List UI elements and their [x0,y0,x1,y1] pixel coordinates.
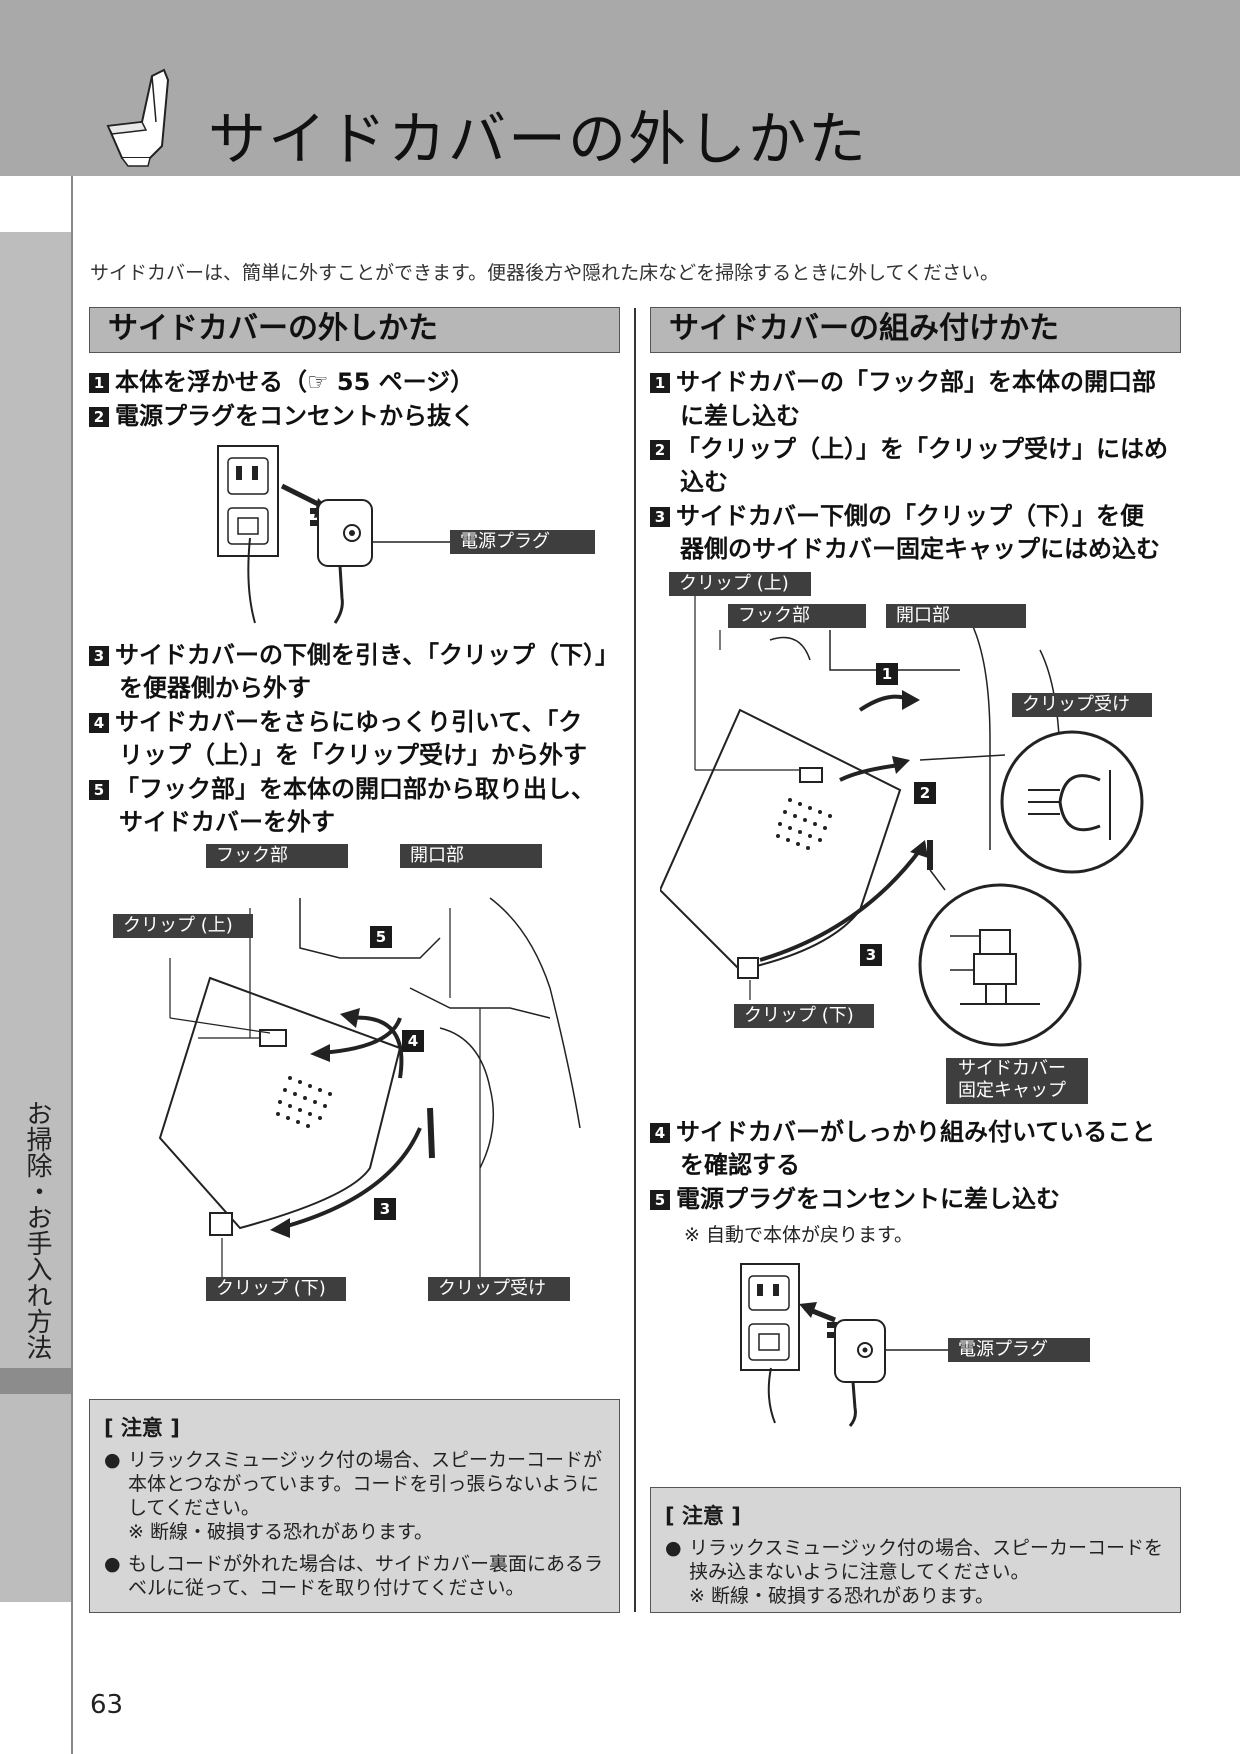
label-clip-receiver: クリップ受け [428,1277,570,1301]
step-text: サイドカバーをさらにゆっくり引いて､「ク [115,708,583,736]
label-fixing-cap-line2: 固定キャップ [958,1080,1066,1101]
step-text: サイドカバーがしっかり組み付いていること [676,1118,1156,1146]
caution-item: ● リラックスミュージック付の場合、スピーカーコードが本体とつながっています。コ… [104,1448,605,1544]
step-number: 3 [650,507,670,527]
right-step-2: 2 「クリップ（上）」を「クリップ受け」にはめ [650,433,1168,466]
right-step-3-cont: 器側のサイドカバー固定キャップにはめ込む [680,535,1160,563]
step-number: 1 [89,373,109,393]
label-power-plug: 電源プラグ [450,530,595,554]
caution-box-left: [ 注意 ] ● リラックスミュージック付の場合、スピーカーコードが本体とつなが… [89,1399,620,1613]
step-number: 4 [650,1123,670,1143]
side-cover-install-illustration [660,590,1144,1047]
caution-title: [ 注意 ] [104,1416,180,1440]
step-number: 2 [650,440,670,460]
left-step-4-cont: リップ（上）」を「クリップ受け」から外す [119,741,587,769]
caution-item: ● リラックスミュージック付の場合、スピーカーコードを挟み込まないように注意して… [665,1536,1166,1608]
caution-box-right: [ 注意 ] ● リラックスミュージック付の場合、スピーカーコードを挟み込まない… [650,1487,1181,1613]
step-text: 電源プラグをコンセントから抜く [115,402,475,430]
left-step-2: 2 電源プラグをコンセントから抜く [89,400,475,433]
label-power-plug: 電源プラグ [948,1338,1090,1362]
caution-title: [ 注意 ] [665,1504,741,1528]
bullet-icon: ● [104,1553,121,1575]
left-step-5: 5 「フック部」を本体の開口部から取り出し、 [89,773,595,806]
left-step-3: 3 サイドカバーの下側を引き､「クリップ（下）」 [89,639,619,672]
side-cover-removal-illustration [158,897,581,1278]
section-heading-remove: サイドカバーの外しかた [89,307,620,353]
step-number: 5 [650,1190,670,1210]
caution-subnote: ※ 断線・破損する恐れがあります。 [689,1585,995,1607]
illustration-step-badge: 3 [374,1198,396,1220]
step-number: 3 [89,646,109,666]
label-opening: 開口部 [886,604,1026,628]
label-clip-top: クリップ (上) [669,572,811,596]
label-clip-bottom: クリップ (下) [734,1004,874,1028]
column-divider [634,308,636,1612]
right-step-1-cont: に差し込む [680,402,800,430]
illustration-step-badge: 2 [914,782,936,804]
step-number: 4 [89,713,109,733]
caution-text: もしコードが外れた場合は、サイドカバー裏面にあるラベルに従って、コードを取り付け… [128,1553,604,1599]
step-number: 5 [89,780,109,800]
page-title: サイドカバーの外しかた [208,105,869,173]
right-step-3: 3 サイドカバー下側の「クリップ（下）」を便 [650,500,1144,533]
label-hook: フック部 [206,844,348,868]
step5-note: ※ 自動で本体が戻ります。 [684,1224,914,1246]
label-clip-receiver: クリップ受け [1012,693,1152,717]
caution-text: リラックスミュージック付の場合、スピーカーコードを挟み込まないように注意してくだ… [689,1537,1164,1583]
illustration-step-badge: 3 [860,944,882,966]
right-step-5: 5 電源プラグをコンセントに差し込む [650,1183,1060,1216]
bullet-icon: ● [104,1449,121,1471]
toilet-icon [106,68,170,167]
label-clip-bottom: クリップ (下) [206,1277,346,1301]
illustration-step-badge: 1 [876,663,898,685]
label-hook: フック部 [728,604,866,628]
left-step-5-cont: サイドカバーを外す [119,808,335,836]
step-text: サイドカバーの「フック部」を本体の開口部 [676,368,1156,396]
left-step-1: 1 本体を浮かせる（☞ 55 ページ） [89,366,474,399]
step-text: サイドカバー下側の「クリップ（下）」を便 [676,502,1144,530]
section-heading-install: サイドカバーの組み付けかた [650,307,1181,353]
label-fixing-cap: サイドカバー固定キャップ [946,1058,1088,1104]
page-header: サイドカバーの外しかた [0,0,1240,176]
left-step-4: 4 サイドカバーをさらにゆっくり引いて､「ク [89,706,582,739]
step-number: 1 [650,373,670,393]
illustration-step-badge: 4 [402,1030,424,1052]
bullet-icon: ● [665,1537,682,1559]
step-text: 「クリップ（上）」を「クリップ受け」にはめ [676,435,1168,463]
label-fixing-cap-line1: サイドカバー [958,1058,1066,1079]
step-number: 2 [89,407,109,427]
right-step-1: 1 サイドカバーの「フック部」を本体の開口部 [650,366,1156,399]
step-text: 電源プラグをコンセントに差し込む [676,1185,1060,1213]
label-opening: 開口部 [400,844,542,868]
illustration-step-badge: 5 [370,926,392,948]
step-text: サイドカバーの下側を引き､「クリップ（下）」 [115,641,619,669]
step-text: 「フック部」を本体の開口部から取り出し、 [115,775,595,803]
side-tab-label: お掃除・お手入れ方法 [22,1100,52,1360]
caution-item: ● もしコードが外れた場合は、サイドカバー裏面にあるラベルに従って、コードを取り… [104,1552,605,1600]
outlet-plug-in-illustration [740,1263,950,1427]
left-step-3-cont: を便器側から外す [119,674,311,702]
caution-subnote: ※ 断線・破損する恐れがあります。 [128,1521,434,1543]
caution-text: リラックスミュージック付の場合、スピーカーコードが本体とつながっています。コード… [128,1449,603,1519]
margin-rule [71,176,73,1754]
page-number: 63 [90,1690,124,1720]
right-step-4: 4 サイドカバーがしっかり組み付いていること [650,1116,1155,1149]
intro-text: サイドカバーは、簡単に外すことができます。便器後方や隠れた床などを掃除するときに… [90,262,999,284]
label-clip-top: クリップ (上) [113,914,253,938]
right-step-2-cont: 込む [680,468,728,496]
right-step-4-cont: を確認する [680,1151,800,1179]
step-text: 本体を浮かせる（☞ 55 ページ） [115,368,475,396]
side-tab [0,232,71,1602]
outlet-unplug-illustration [217,445,450,624]
side-tab-marker [0,1368,71,1394]
